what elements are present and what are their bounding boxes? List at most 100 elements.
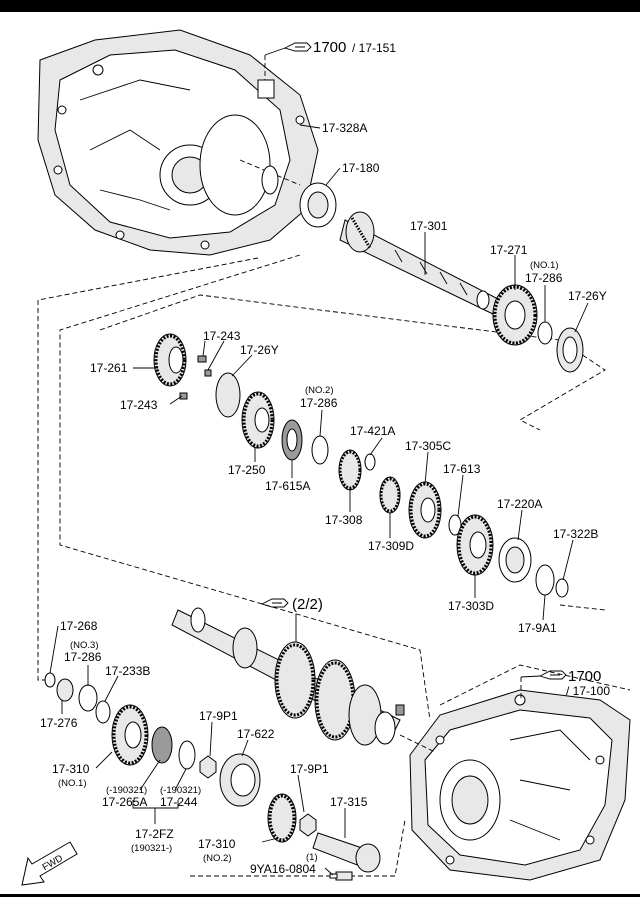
label-17-622: 17-622 (237, 727, 275, 741)
part-labels: 17-328A 17-180 17-301 17-271 (NO.1) 17-2… (40, 121, 607, 876)
ring-17-286-no1[interactable] (537, 321, 553, 345)
label-17-244-note: (-190321) (160, 785, 201, 796)
fwd-arrow-icon (21, 841, 78, 886)
transmission-case-right[interactable] (409, 689, 631, 881)
ref-right-sub: / 17-100 (566, 684, 610, 698)
label-17-261: 17-261 (90, 361, 128, 375)
label-17-276: 17-276 (40, 716, 78, 730)
gear-17-271[interactable] (492, 284, 538, 346)
gear-17-250[interactable] (241, 391, 275, 449)
bearing-17-220A[interactable] (498, 537, 532, 583)
washer-17-276[interactable] (56, 678, 74, 702)
label-17-303D: 17-303D (448, 599, 494, 613)
ref-top-sub: / 17-151 (352, 41, 396, 55)
nut-17-9P1-b[interactable] (299, 813, 317, 837)
shaft-17-315[interactable] (312, 832, 381, 873)
label-17-421A: 17-421A (350, 424, 395, 438)
ref-mid[interactable]: (2/2) (260, 596, 323, 613)
label-17-9P1-b: 17-9P1 (290, 762, 329, 776)
label-17-301: 17-301 (410, 219, 448, 233)
label-17-310-no1-note: (NO.1) (58, 778, 87, 789)
ring-17-9A1[interactable] (535, 564, 555, 596)
label-17-310-no2: 17-310 (198, 837, 236, 851)
sleeve-17-622[interactable] (219, 753, 261, 807)
label-17-286-no2: 17-286 (300, 396, 338, 410)
ring-17-286-no2[interactable] (311, 435, 329, 465)
clip-17-268[interactable] (44, 672, 56, 688)
label-17-250: 17-250 (228, 463, 266, 477)
label-17-9P1-a: 17-9P1 (199, 709, 238, 723)
label-17-310-no1: 17-310 (52, 762, 90, 776)
label-17-271: 17-271 (490, 243, 528, 257)
key-17-243-b[interactable] (179, 392, 188, 400)
synchro-ring-17-26Y-upper[interactable] (556, 327, 584, 373)
dashed-leader-shaft-case (399, 734, 436, 753)
label-17-310-no2-note: (NO.2) (203, 853, 232, 864)
label-17-265A: 17-265A (102, 795, 147, 809)
pointing-hand-icon (260, 598, 289, 608)
ref-mid-main: (2/2) (292, 596, 323, 613)
label-17-286-no3: 17-286 (64, 650, 102, 664)
label-17-2FZ-note: (190321-) (131, 843, 172, 854)
label-17-265A-note: (-190321) (106, 785, 147, 796)
ring-17-233B[interactable] (95, 700, 111, 724)
ref-top-main: 1700 (313, 39, 346, 56)
label-17-2FZ: 17-2FZ (135, 827, 174, 841)
gear-17-308[interactable] (338, 449, 362, 491)
label-17-233B: 17-233B (105, 664, 150, 678)
clip-17-322B[interactable] (555, 578, 569, 598)
dashed-boundary-upper-frame (99, 294, 606, 431)
gear-17-310-no2[interactable] (267, 793, 297, 843)
label-17-9A1: 17-9A1 (518, 621, 557, 635)
seal-17-328A[interactable] (261, 165, 279, 195)
gear-17-303D[interactable] (456, 514, 494, 576)
label-17-286-no1: 17-286 (525, 271, 563, 285)
label-17-322B: 17-322B (553, 527, 598, 541)
dashed-boundary-inner-left (59, 254, 431, 721)
ring-17-244[interactable] (178, 740, 196, 770)
label-17-308: 17-308 (325, 513, 363, 527)
label-17-286-no1-note: (NO.1) (530, 260, 559, 271)
nut-17-9P1-a[interactable] (199, 755, 217, 779)
label-17-26Y-upper: 17-26Y (568, 289, 607, 303)
bearing-17-615A[interactable] (281, 419, 303, 461)
label-17-286-no2-note: (NO.2) (305, 385, 334, 396)
label-17-180: 17-180 (342, 161, 380, 175)
label-17-305C: 17-305C (405, 439, 451, 453)
gear-17-310-no1[interactable] (111, 704, 149, 766)
label-17-243-a: 17-243 (203, 329, 241, 343)
bearing-17-180[interactable] (299, 182, 337, 228)
key-17-243-a[interactable] (197, 355, 212, 377)
ref-right[interactable]: 1700 / 17-100 (538, 668, 610, 698)
gear-17-309D[interactable] (379, 476, 401, 514)
fwd-arrow: FWD (21, 841, 78, 886)
top-border-bar (0, 0, 640, 12)
label-17-243-b: 17-243 (120, 398, 158, 412)
synchro-ring-17-26Y-lower[interactable] (215, 372, 241, 418)
gear-17-261[interactable] (153, 333, 187, 387)
ring-17-613[interactable] (448, 514, 462, 536)
label-17-315: 17-315 (330, 795, 368, 809)
label-17-220A: 17-220A (497, 497, 542, 511)
output-shaft-assembly[interactable] (171, 607, 405, 746)
label-17-286-no3-note: (NO.3) (70, 640, 99, 651)
clip-17-421A[interactable] (364, 453, 376, 471)
label-9YA16-0804: 9YA16-0804 (250, 862, 316, 876)
dashed-boundary-lower-right (439, 664, 631, 706)
bearing-17-265A[interactable] (151, 726, 173, 764)
transmission-case-left[interactable] (37, 29, 319, 256)
label-17-26Y-lower: 17-26Y (240, 343, 279, 357)
pointing-hand-icon (538, 670, 567, 680)
label-17-244: 17-244 (160, 795, 198, 809)
ref-top[interactable]: 1700 / 17-151 (283, 39, 396, 56)
gear-17-305C[interactable] (408, 481, 442, 539)
ring-17-286-no3[interactable] (78, 684, 98, 712)
dashed-boundary-outer-left (37, 257, 259, 681)
label-17-268: 17-268 (60, 619, 98, 633)
label-9YA16-0804-qty: (1) (306, 852, 318, 863)
bottom-border-line (0, 894, 640, 897)
label-17-613: 17-613 (443, 462, 481, 476)
label-17-615A: 17-615A (265, 479, 310, 493)
bolt-9YA16-0804[interactable] (329, 871, 353, 881)
